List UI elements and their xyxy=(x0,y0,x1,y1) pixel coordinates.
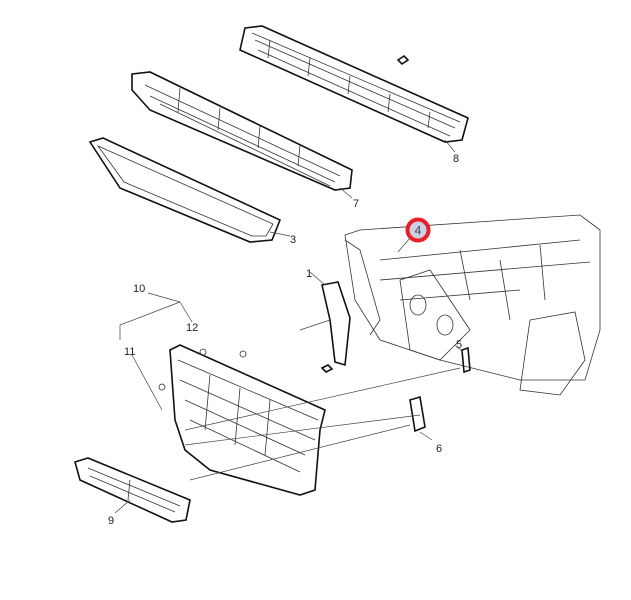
callout-6: 6 xyxy=(436,443,442,455)
callout-11: 11 xyxy=(124,346,135,358)
upper-grille-part-8[interactable] xyxy=(239,25,469,143)
leader-lines xyxy=(114,139,464,514)
hinge-part-5[interactable] xyxy=(461,346,471,374)
callout-4-highlight[interactable]: 4 xyxy=(405,217,431,243)
callout-7: 7 xyxy=(353,198,359,210)
main-grille-part-10[interactable] xyxy=(158,344,326,496)
callout-10: 10 xyxy=(133,283,145,295)
callout-8: 8 xyxy=(453,153,459,165)
callout-3: 3 xyxy=(290,234,296,246)
hinge-part-6[interactable] xyxy=(409,395,426,433)
callout-12: 12 xyxy=(186,322,198,334)
front-structure xyxy=(344,214,601,396)
lower-grille-part-9[interactable] xyxy=(74,457,191,523)
grille-seal-part-3[interactable] xyxy=(88,137,282,243)
middle-grille-part-7[interactable] xyxy=(131,71,353,191)
callout-1: 1 xyxy=(306,268,312,280)
callout-4: 4 xyxy=(415,224,422,238)
callout-5: 5 xyxy=(456,339,462,351)
callout-9: 9 xyxy=(108,515,114,527)
bracket-part-1[interactable] xyxy=(309,271,351,373)
